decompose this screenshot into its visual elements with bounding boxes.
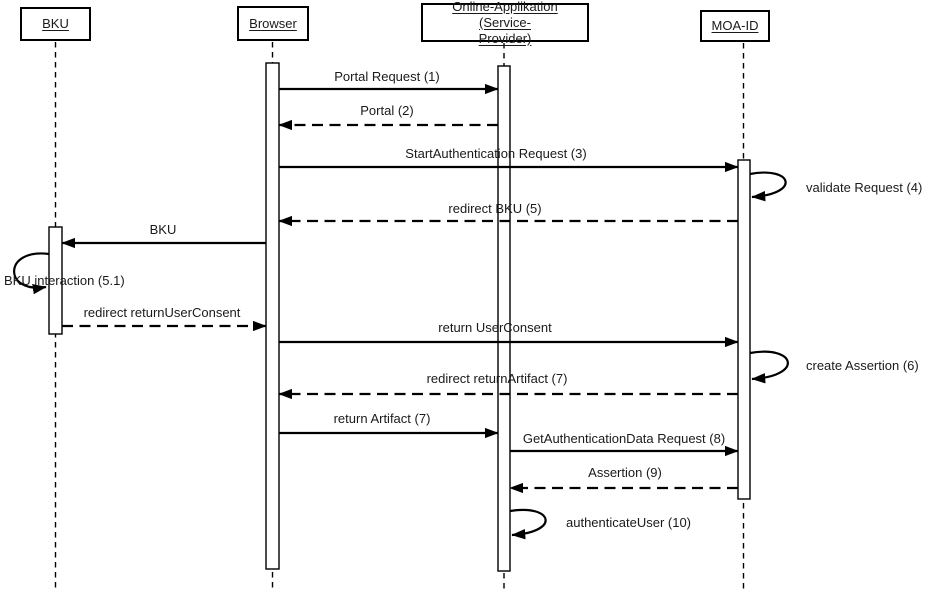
activation-bar-online-applikation: [497, 65, 511, 572]
actor-label-online-applikation-line2: Provider): [478, 30, 532, 46]
actor-box-bku: BKU: [20, 7, 91, 41]
message-label-bku: BKU: [149, 222, 177, 237]
actor-label-bku: BKU: [42, 16, 69, 31]
message-label-start-authentication-request: StartAuthentication Request (3): [405, 146, 587, 161]
message-label-redirect-return-user-consent: redirect returnUserConsent: [83, 305, 241, 320]
message-label-get-authentication-data-request: GetAuthenticationData Request (8): [522, 431, 726, 446]
message-label-return-user-consent: return UserConsent: [438, 320, 552, 335]
message-label-assertion: Assertion (9): [588, 465, 662, 480]
self-loop-authenticate-user: [509, 508, 547, 540]
message-label-return-artifact: return Artifact (7): [333, 411, 431, 426]
message-label-bku-interaction: BKU interaction (5.1): [4, 273, 125, 288]
message-label-authenticate-user: authenticateUser (10): [566, 515, 692, 530]
activation-bar-moa-id: [737, 159, 751, 500]
activation-bar-browser: [265, 62, 280, 570]
self-loop-bku-interaction: [13, 252, 50, 295]
message-label-validate-request: validate Request (4): [806, 180, 923, 195]
actor-label-online-applikation: Online-Applikation (Service- Provider): [423, 0, 587, 47]
actor-box-moa-id: MOA-ID: [700, 10, 770, 42]
message-label-redirect-bku: redirect BKU (5): [448, 201, 542, 216]
message-label-redirect-return-artifact: redirect returnArtifact (7): [426, 371, 568, 386]
actor-label-online-applikation-line1: Online-Applikation (Service-: [452, 0, 558, 30]
actor-box-browser: Browser: [237, 6, 309, 41]
actor-label-browser: Browser: [249, 15, 297, 31]
activation-bar-bku: [48, 226, 63, 335]
self-loop-create-assertion: [749, 350, 789, 384]
message-label-portal: Portal (2): [360, 103, 414, 118]
message-label-create-assertion: create Assertion (6): [806, 358, 919, 373]
actor-box-online-applikation: Online-Applikation (Service- Provider): [421, 0, 589, 46]
actor-label-moa-id: MOA-ID: [711, 18, 759, 33]
self-loop-validate-request: [749, 171, 787, 202]
message-label-portal-request: Portal Request (1): [334, 69, 440, 84]
